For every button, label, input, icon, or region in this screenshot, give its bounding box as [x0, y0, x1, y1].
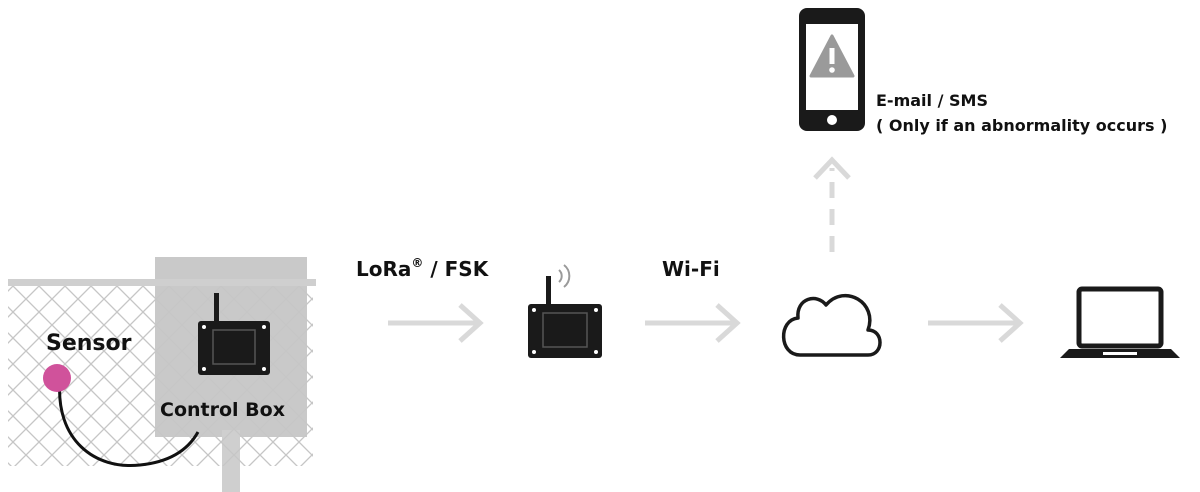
sensor-icon	[43, 364, 71, 392]
arrow-lora	[388, 303, 484, 343]
fsk-text: / FSK	[423, 257, 489, 281]
lora-fsk-label: LoRa® / FSK	[356, 256, 490, 281]
email-sms-label: E-mail / SMS	[876, 91, 988, 110]
arrow-alert-dashed	[813, 156, 851, 252]
wifi-label: Wi-Fi	[662, 257, 720, 281]
abnormality-note: ( Only if an abnormality occurs )	[876, 116, 1167, 135]
gateway-icon	[528, 276, 602, 358]
sensor-label: Sensor	[46, 331, 132, 356]
wireless-signal-icon	[558, 264, 571, 288]
sensor-cable	[58, 379, 200, 468]
laptop-icon	[1060, 286, 1180, 358]
warning-icon	[809, 34, 855, 78]
arrow-wifi	[645, 303, 741, 343]
lora-text: LoRa	[356, 257, 411, 281]
arrow-to-laptop	[928, 303, 1024, 343]
registered-mark: ®	[411, 256, 423, 270]
smartphone-alert-icon	[799, 8, 865, 131]
cloud-icon	[781, 293, 882, 357]
control-box-label: Control Box	[160, 399, 285, 421]
control-box-icon	[198, 293, 270, 375]
fence-top-rail	[8, 279, 316, 286]
